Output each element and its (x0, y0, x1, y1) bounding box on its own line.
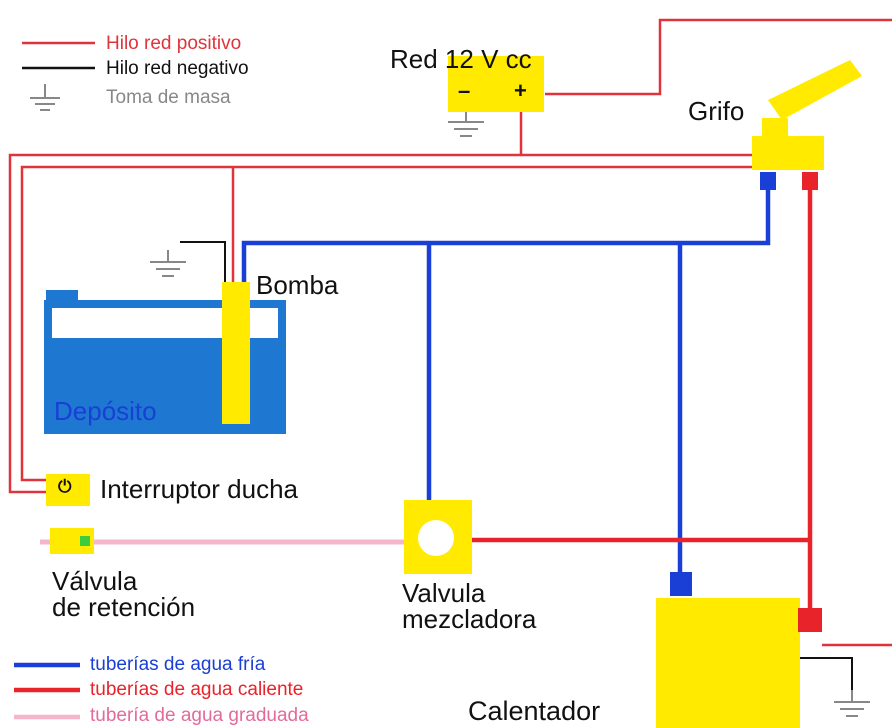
heater-label: Calentador (468, 696, 601, 726)
pump (222, 282, 250, 424)
legend-graded-label: tubería de agua graduada (90, 705, 309, 726)
mixer-label-line2: mezcladora (402, 604, 537, 634)
heater-hot-connector (798, 608, 822, 632)
mixer-valve (404, 500, 472, 574)
legend-cold-label: tuberías de agua fría (90, 654, 266, 675)
power-supply-box (448, 56, 544, 112)
heater-cold-connector (670, 572, 692, 596)
legend-ground-label: Toma de masa (106, 87, 231, 108)
check-valve (50, 528, 94, 554)
tap-label: Grifo (688, 96, 745, 126)
ground-icon-heater (834, 690, 870, 717)
mixer-label-line1: Valvula (402, 578, 486, 608)
legend-negative-label: Hilo red negativo (106, 58, 249, 79)
tap-cold-connector (760, 172, 776, 190)
tap-hot-connector (802, 172, 818, 190)
shower-switch[interactable] (46, 474, 90, 506)
ground-icon-pump (150, 250, 186, 277)
cold-water-pipes (241, 188, 771, 575)
check-valve-label-line1: Válvula (52, 566, 138, 596)
legend-hot-label: tuberías de agua caliente (90, 679, 304, 700)
switch-power-icon: ⏻ (58, 477, 72, 496)
legend-ground-icon (30, 84, 60, 111)
power-label: Red 12 V cc (390, 44, 532, 74)
tap-icon (752, 60, 862, 170)
tank-label: Depósito (54, 396, 157, 426)
legend-positive-label: Hilo red positivo (106, 33, 242, 54)
hot-water-pipes (470, 188, 813, 610)
shower-switch-label: Interruptor ducha (100, 474, 299, 504)
power-minus-terminal: – (458, 78, 471, 103)
positive-wiring (8, 18, 892, 647)
power-plus-terminal: + (514, 78, 527, 103)
negative-wiring (180, 241, 853, 690)
pump-label: Bomba (256, 270, 339, 300)
heater (656, 598, 800, 728)
check-valve-label-line2: de retención (52, 592, 196, 622)
ground-icon-power (448, 110, 484, 137)
